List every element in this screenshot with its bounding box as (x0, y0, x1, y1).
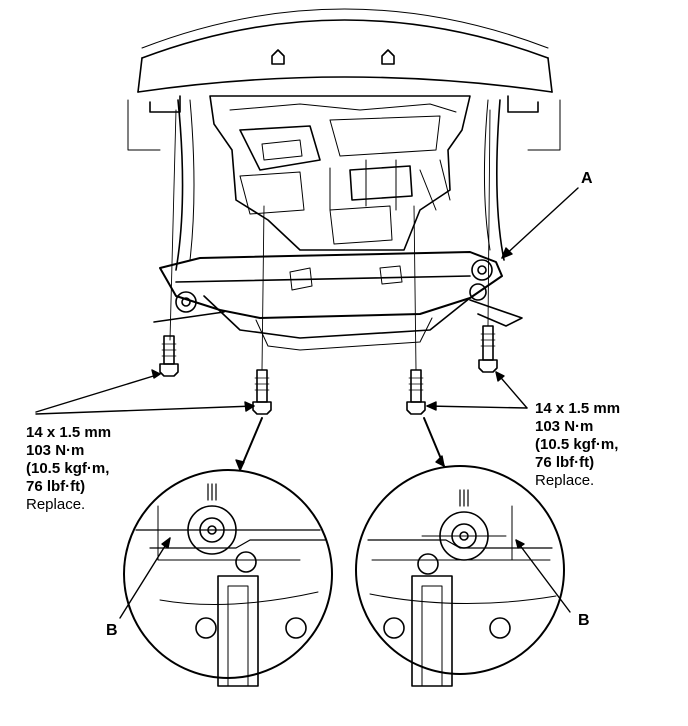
subframe-bolt-inner-right (406, 369, 426, 415)
alignment-lines (169, 109, 491, 371)
right-bolt-size: 14 x 1.5 mm (535, 400, 621, 417)
right-torque-value: 103 N·m (535, 418, 594, 435)
callout-b-left-label: B (106, 622, 118, 639)
body-underside (127, 8, 561, 271)
left-torque-value: 103 N·m (26, 442, 85, 459)
right-torque-kgf: (10.5 kgf·m, (535, 436, 619, 453)
left-detail-view (123, 469, 333, 687)
right-torque-lbf: 76 lbf·ft) (535, 454, 595, 471)
left-torque-lbf: 76 lbf·ft) (26, 478, 86, 495)
callout-b-right-label: B (578, 612, 590, 629)
right-torque-spec: 14 x 1.5 mm 103 N·m (10.5 kgf·m, 76 lbf·… (535, 400, 620, 490)
callout-a-label: A (581, 170, 593, 187)
subframe (153, 251, 523, 351)
left-replace-note: Replace. (26, 496, 86, 513)
right-detail-view (355, 465, 565, 687)
engine-assembly (209, 95, 471, 251)
subframe-bolt-outer-right (478, 325, 498, 373)
left-torque-kgf: (10.5 kgf·m, (26, 460, 110, 477)
leader-arrows (35, 187, 579, 619)
subframe-bolt-inner-left (252, 369, 272, 415)
left-bolt-size: 14 x 1.5 mm (26, 424, 112, 441)
left-torque-spec: 14 x 1.5 mm 103 N·m (10.5 kgf·m, 76 lbf·… (26, 424, 111, 514)
subframe-bolt-outer-left (159, 335, 179, 377)
right-replace-note: Replace. (535, 472, 595, 489)
